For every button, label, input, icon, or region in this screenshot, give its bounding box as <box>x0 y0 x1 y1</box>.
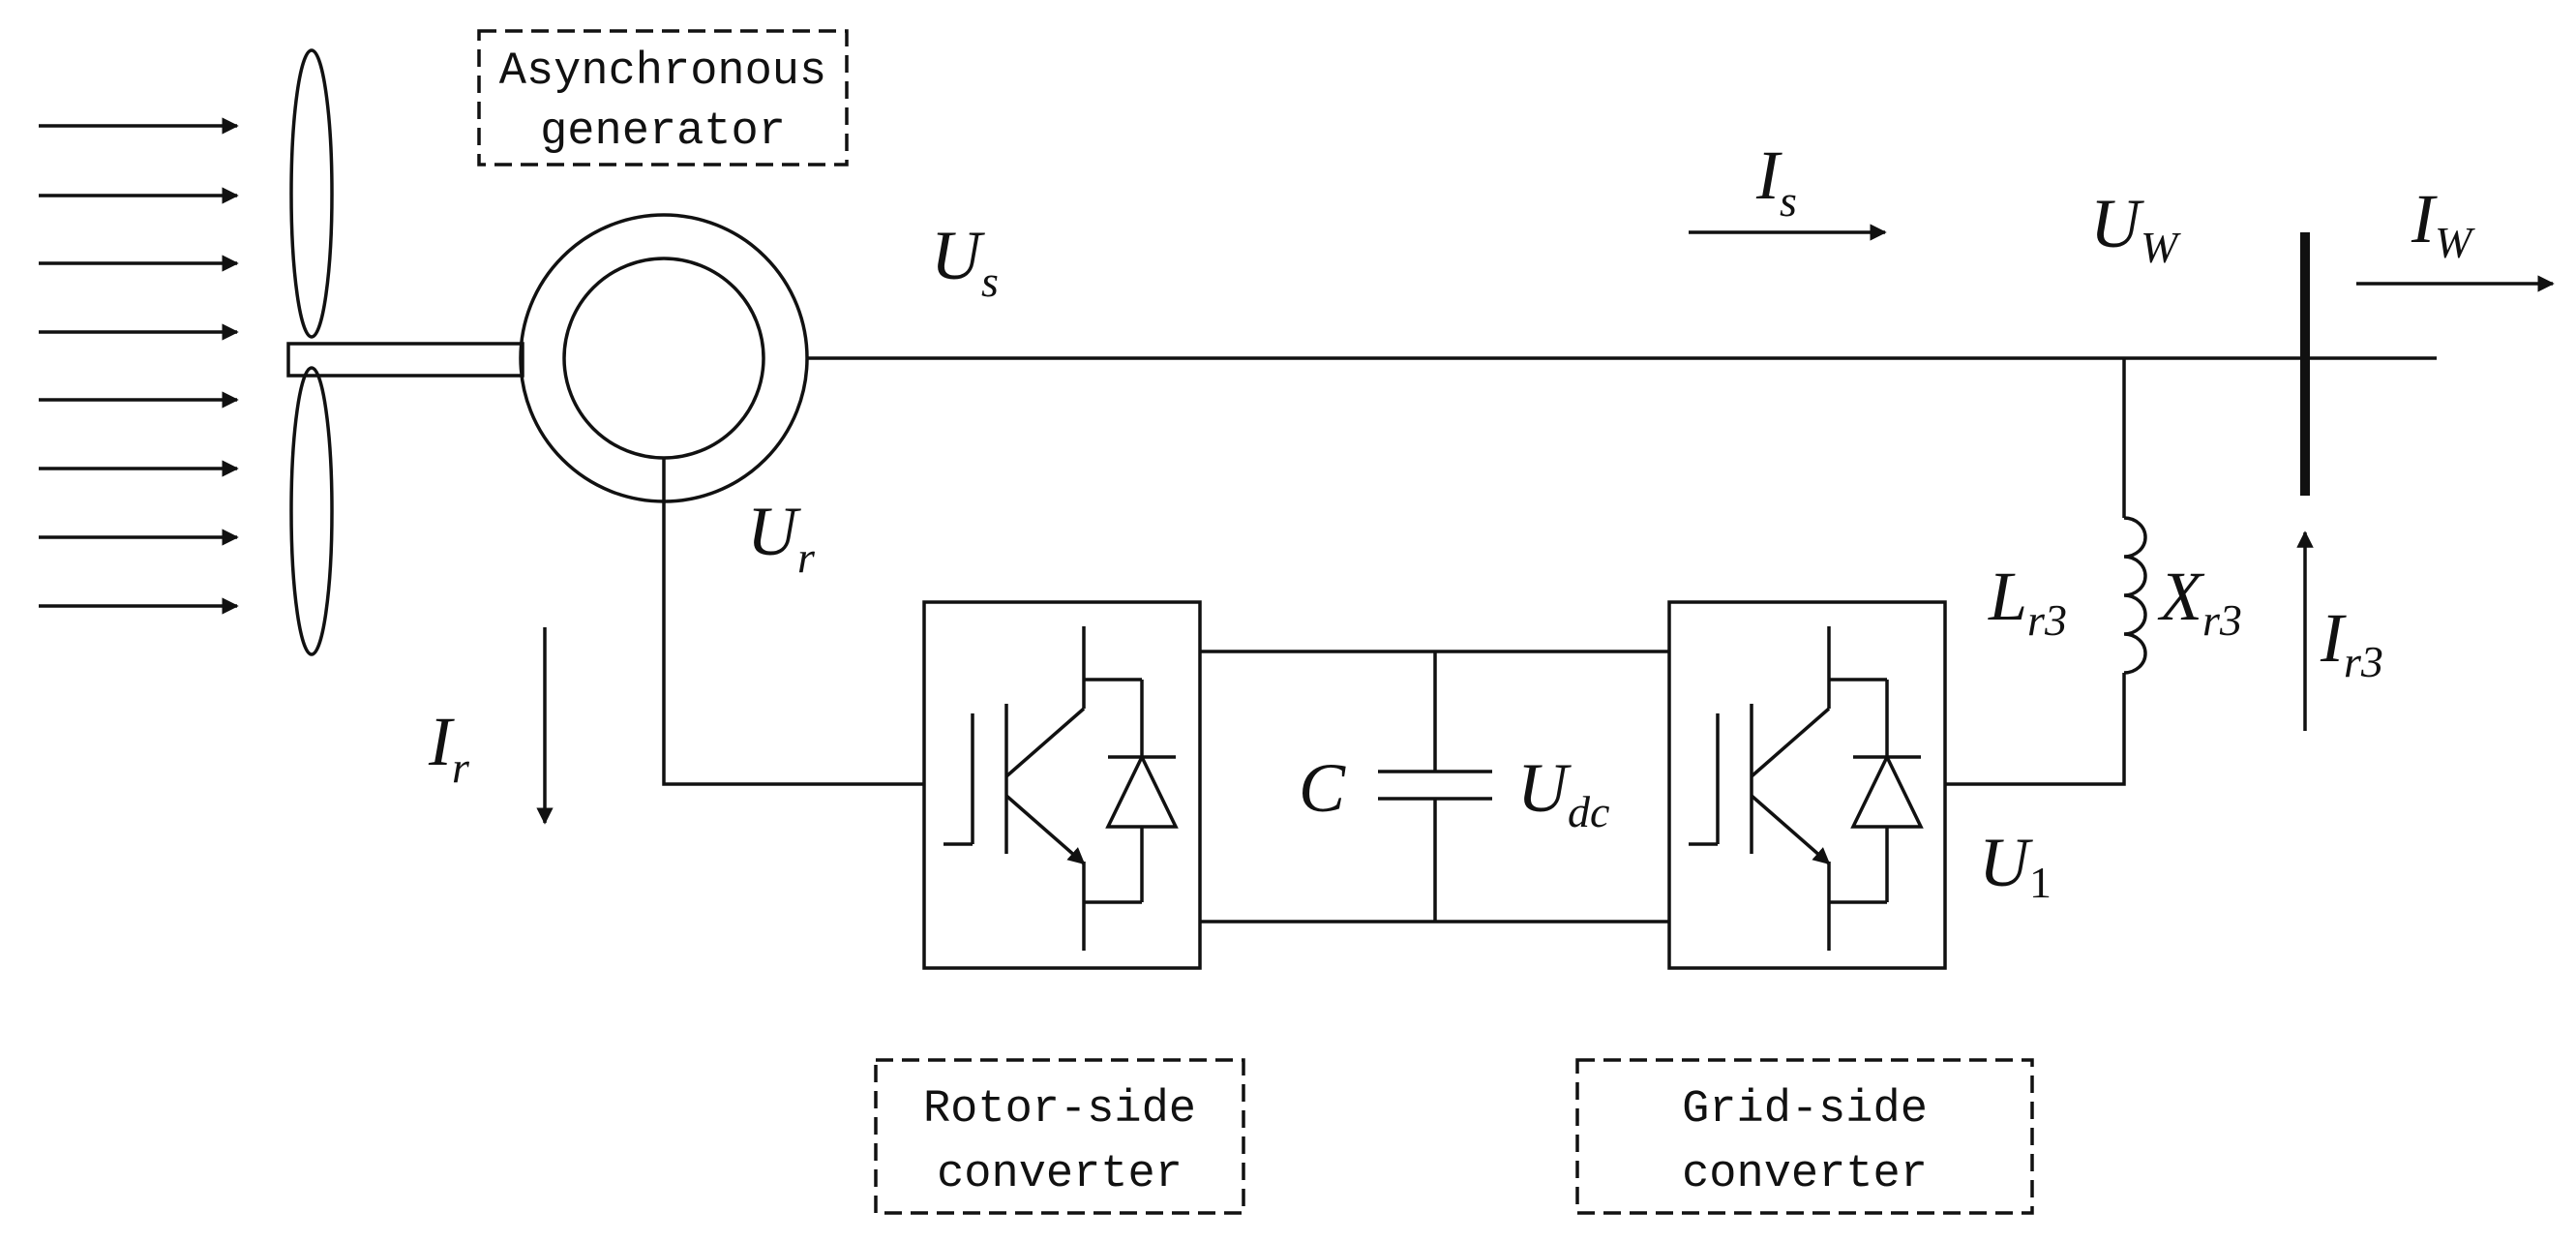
grid-side-converter-box <box>1667 600 1947 970</box>
grid-side-line <box>1945 673 2126 786</box>
wind-arrows <box>39 117 239 615</box>
symbol-ur: Ur <box>747 493 816 582</box>
turbine-rotor <box>286 48 524 656</box>
rotor-converter-label-box: Rotor-side converter <box>874 1058 1245 1215</box>
symbol-ir3: Ir3 <box>2320 599 2383 686</box>
symbol-lr3: Lr3 <box>1988 558 2067 645</box>
generator-label-box: Asynchronous generator <box>477 29 849 167</box>
symbol-uw: UW <box>2090 185 2181 272</box>
rotor-converter-label-line1: Rotor-side <box>923 1084 1196 1136</box>
turbine-shaft <box>286 342 524 378</box>
generator-label-line2: generator <box>540 106 786 158</box>
symbol-u1: U1 <box>1979 824 2052 907</box>
inductor-coil <box>2123 516 2147 675</box>
symbol-ir: Ir <box>428 703 470 792</box>
symbol-xr3: Xr3 <box>2157 558 2242 645</box>
grid-converter-label-line1: Grid-side <box>1682 1084 1928 1136</box>
symbol-iw: IW <box>2411 180 2475 267</box>
rotor-side-converter-box <box>922 600 1202 970</box>
rotor-line <box>662 458 924 786</box>
rotor-converter-label-line2: converter <box>937 1149 1183 1200</box>
grid-converter-label-box: Grid-side converter <box>1575 1058 2034 1215</box>
symbol-us: Us <box>931 217 999 306</box>
generator-label-line1: Asynchronous <box>499 46 826 98</box>
dc-link <box>1200 650 1669 924</box>
symbol-c: C <box>1299 749 1346 827</box>
symbol-udc: Udc <box>1517 749 1609 836</box>
grid-converter-label-line2: converter <box>1682 1149 1928 1200</box>
symbol-is: Is <box>1755 136 1797 226</box>
